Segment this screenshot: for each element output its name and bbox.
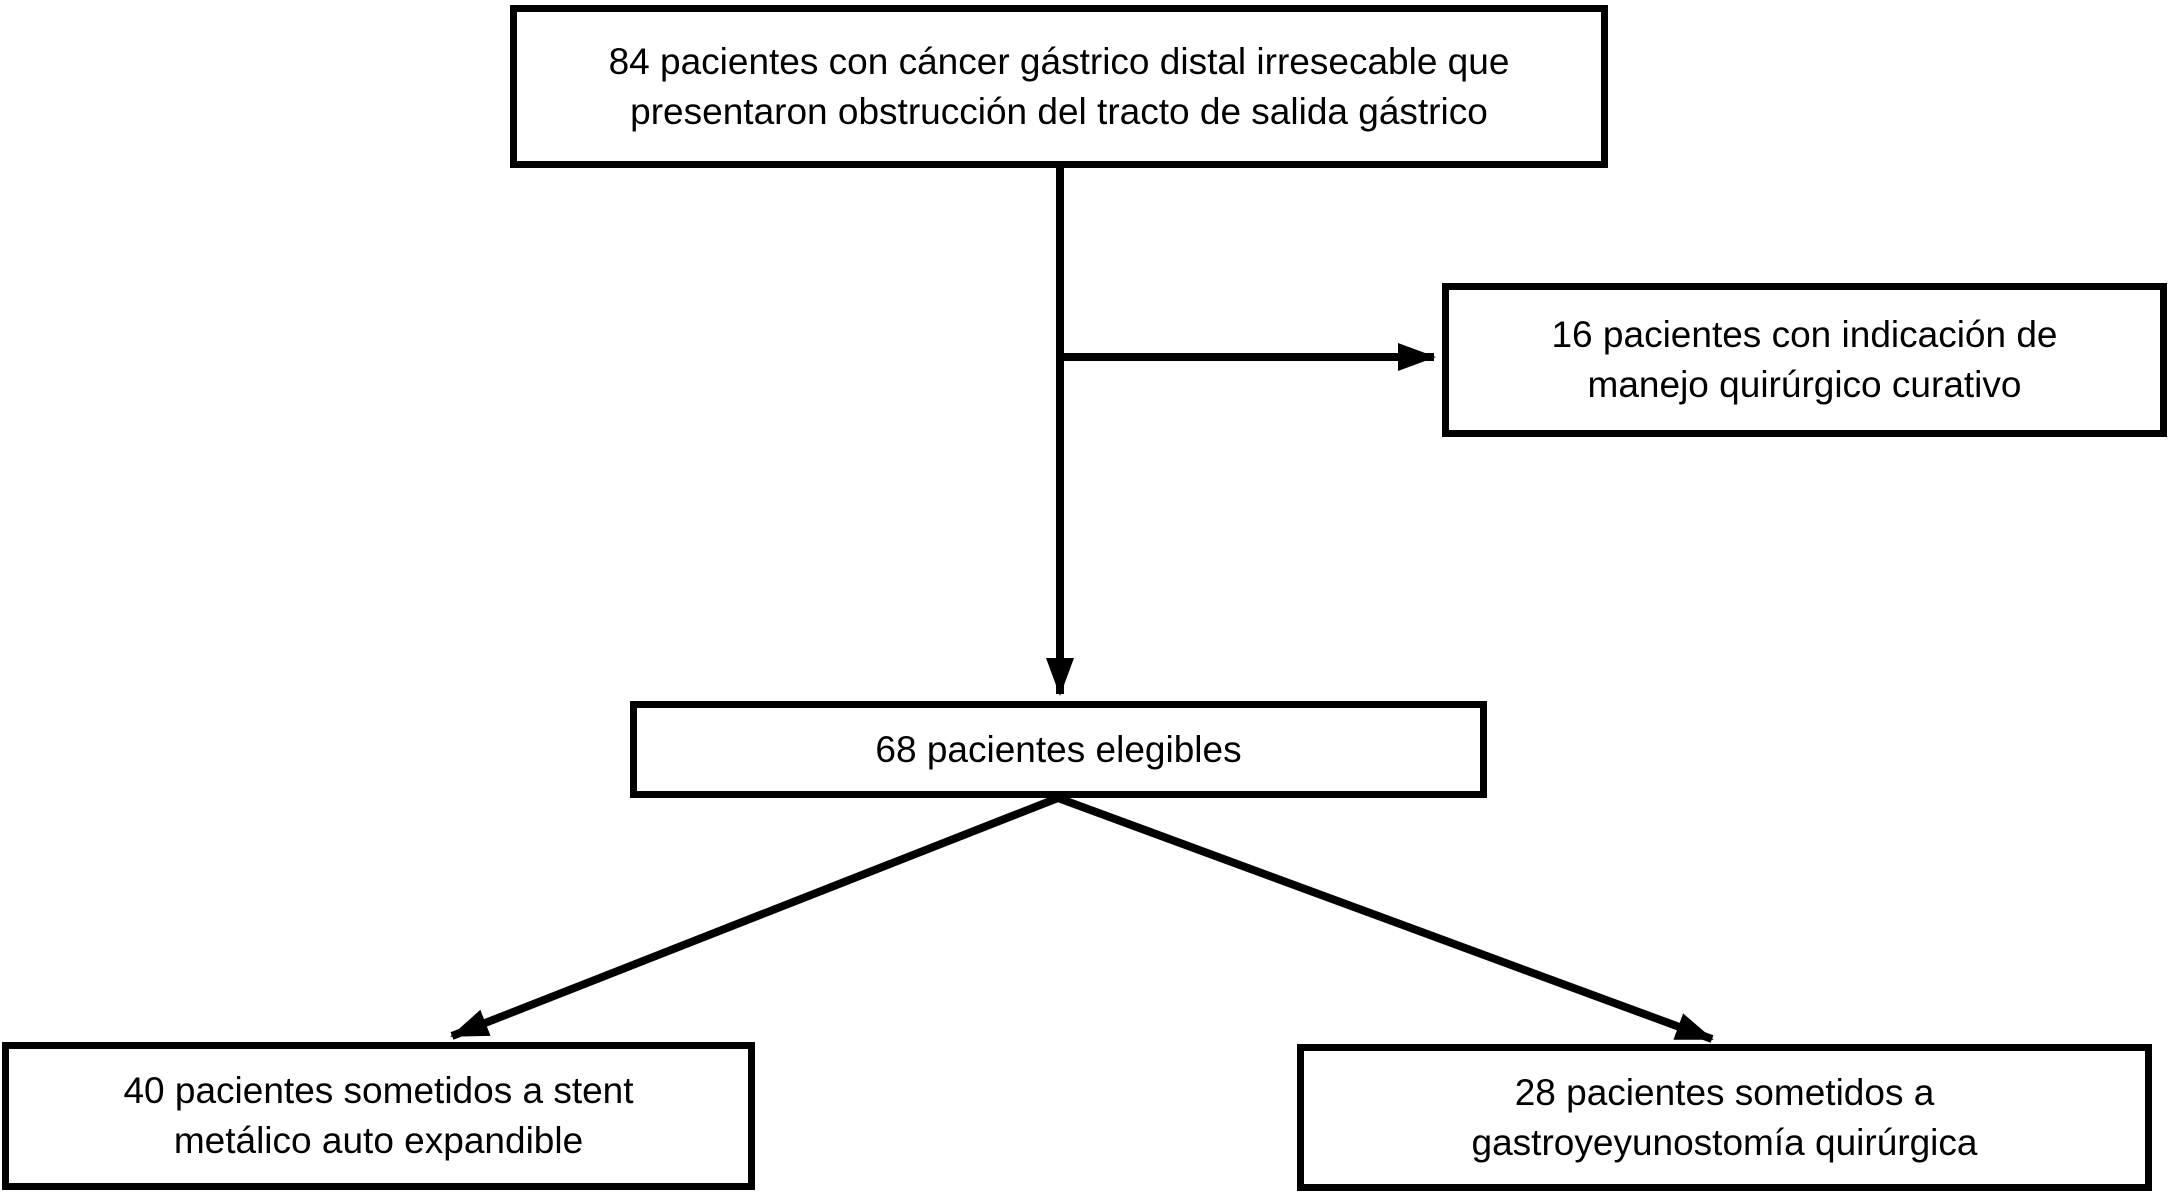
node-surgery-group: 28 pacientes sometidos a gastroyeyunosto… (1297, 1044, 2152, 1191)
node-eligible-patients: 68 pacientes elegibles (630, 701, 1487, 798)
node-total-patients-label: 84 pacientes con cáncer gástrico distal … (608, 40, 1510, 132)
node-eligible-patients-label: 68 pacientes elegibles (875, 728, 1242, 770)
node-total-patients: 84 pacientes con cáncer gástrico distal … (510, 5, 1608, 168)
connector-eligible-to-surgery (1056, 794, 1714, 1043)
node-surgery-group-label: 28 pacientes sometidos a gastroyeyunosto… (1471, 1071, 1978, 1163)
connector-eligible-to-stent (450, 794, 1060, 1040)
node-excluded-curative-surgery: 16 pacientes con indicación de manejo qu… (1442, 283, 2167, 437)
node-stent-group-label: 40 pacientes sometidos a stent metálico … (123, 1070, 634, 1161)
node-stent-group: 40 pacientes sometidos a stent metálico … (2, 1042, 755, 1190)
node-excluded-curative-surgery-label: 16 pacientes con indicación de manejo qu… (1551, 314, 2058, 405)
